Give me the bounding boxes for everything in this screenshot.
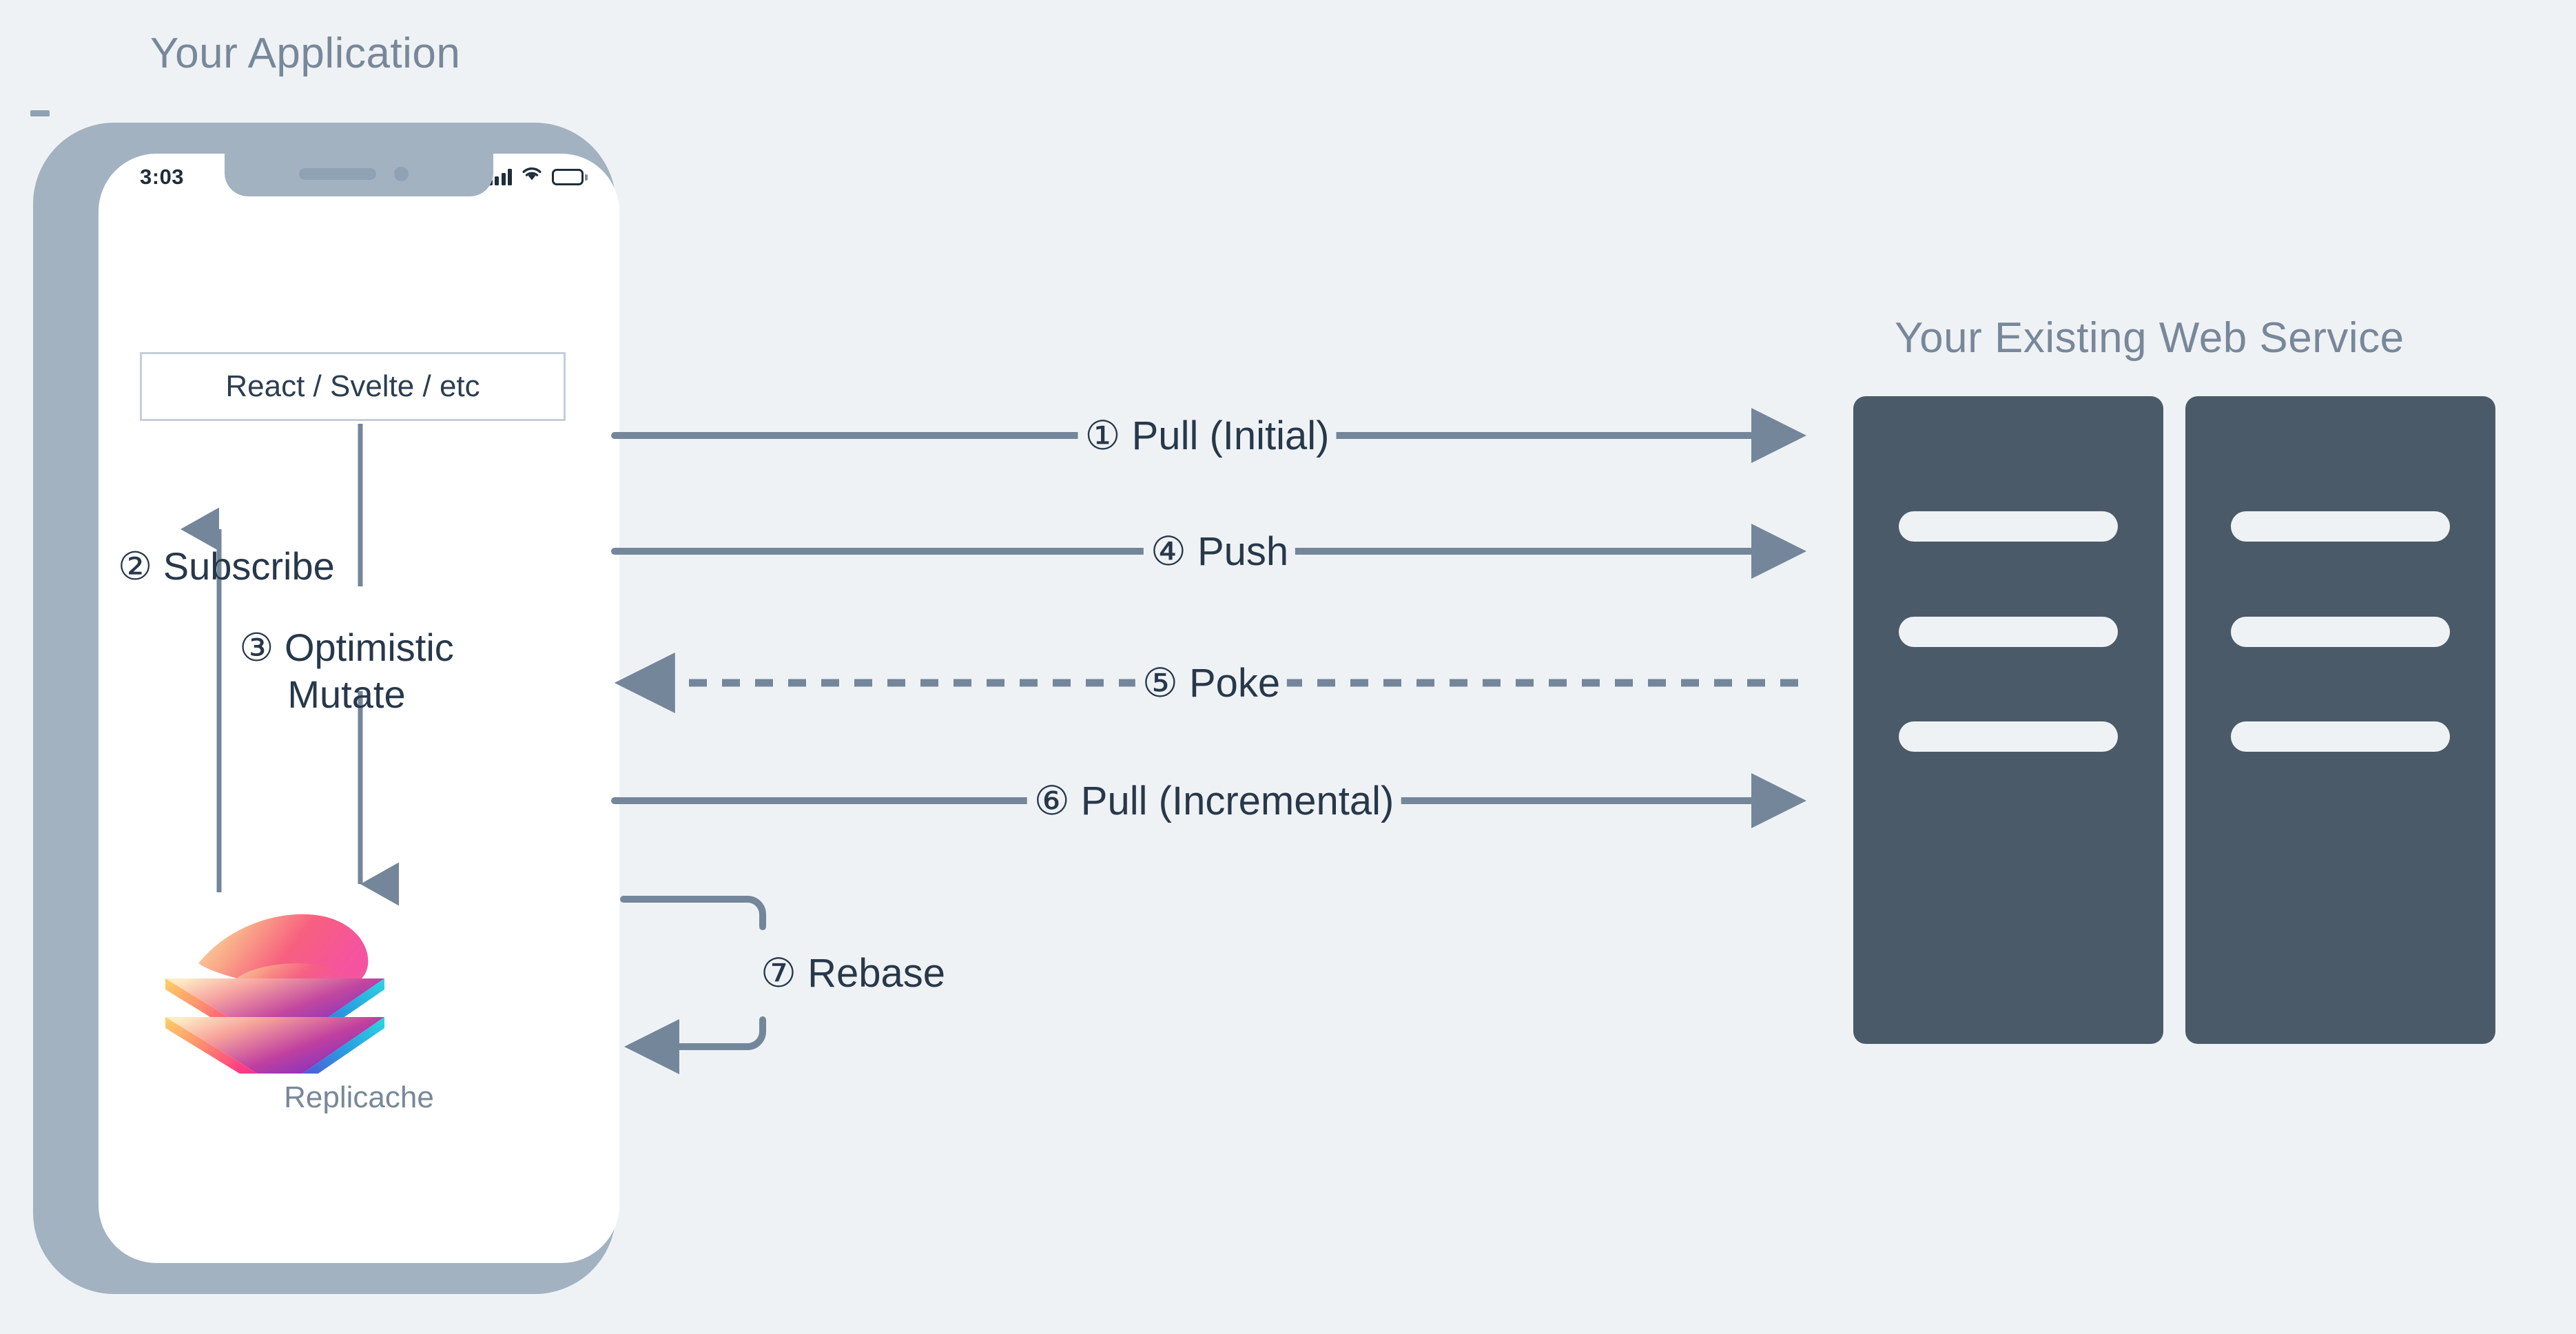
framework-box-label: React / Svelte / etc — [225, 369, 480, 403]
step-2-subscribe-label: ② Subscribe — [118, 544, 335, 588]
phone-notch — [225, 154, 493, 196]
server-rack — [2185, 396, 2495, 1044]
page-title-your-application: Your Application — [150, 30, 461, 77]
replicache-caption: Replicache — [284, 1080, 434, 1114]
arrow-label-pull-initial: ① Pull (Initial) — [1078, 412, 1337, 459]
arrow-label-pull-incremental: ⑥ Pull (Incremental) — [1027, 777, 1401, 824]
phone-internal-arrows — [181, 424, 399, 906]
page-title-your-existing-web-service: Your Existing Web Service — [1895, 314, 2404, 362]
battery-icon — [552, 169, 588, 185]
arrow-rebase-loop — [620, 896, 766, 1074]
status-bar-time: 3:03 — [140, 165, 185, 189]
arrow-label-rebase: ⑦ Rebase — [761, 951, 946, 996]
arrow-label-push: ④ Push — [1143, 528, 1296, 575]
wifi-icon — [522, 165, 542, 185]
server-slot — [2231, 617, 2450, 647]
framework-box: React / Svelte / etc — [140, 352, 566, 421]
notch-speaker-icon — [299, 168, 376, 180]
server-slot — [2231, 721, 2450, 752]
server-rack — [1853, 396, 2163, 1044]
server-slot — [1899, 617, 2118, 647]
arrow-label-poke: ⑤ Poke — [1135, 659, 1288, 706]
notch-camera-icon — [394, 167, 409, 181]
replicache-logo-icon — [165, 914, 384, 1074]
phone-screen: 3:03 — [99, 154, 619, 1263]
server-slot — [2231, 511, 2450, 542]
step-3-optimistic-mutate-label: ③ Optimistic Mutate — [239, 626, 454, 717]
server-slot — [1899, 511, 2118, 542]
phone-device-frame: 3:03 — [33, 123, 619, 1294]
phone-status-bar: 3:03 — [99, 154, 619, 196]
server-slot — [1899, 721, 2118, 752]
decorative-dash-mark — [30, 110, 50, 116]
